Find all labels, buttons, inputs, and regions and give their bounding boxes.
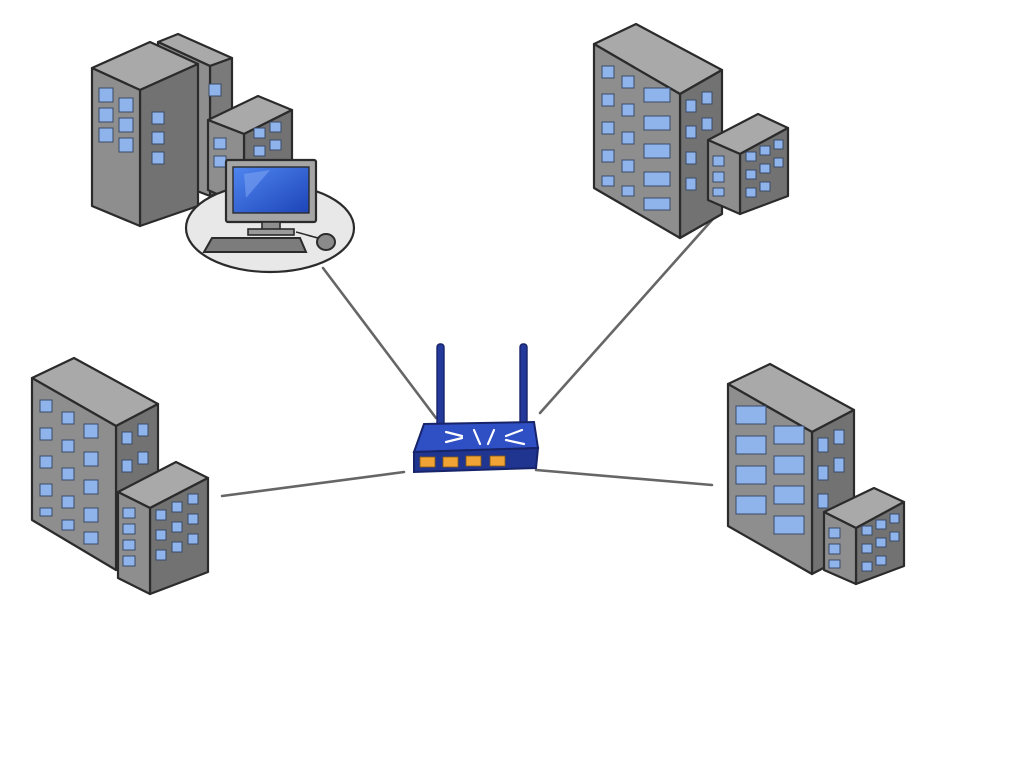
link-right xyxy=(534,468,714,487)
link-left xyxy=(220,470,406,498)
router-icon[interactable] xyxy=(412,343,540,474)
antenna-right xyxy=(519,343,528,425)
links xyxy=(220,218,714,498)
monitor-icon xyxy=(224,158,318,236)
office-building-icon xyxy=(726,362,856,576)
site-right[interactable] xyxy=(726,362,906,586)
workstation-icon xyxy=(184,158,356,274)
link-top-right xyxy=(538,218,714,415)
office-annex xyxy=(822,486,906,586)
mouse-icon xyxy=(295,231,336,251)
site-left[interactable] xyxy=(30,356,210,596)
keyboard-icon xyxy=(202,237,308,253)
link-top-left xyxy=(321,266,438,420)
router-lights xyxy=(444,428,526,446)
site-top-left[interactable] xyxy=(90,32,356,274)
office-building-icon xyxy=(592,22,724,240)
antenna-left xyxy=(436,343,445,427)
office-annex xyxy=(706,112,790,216)
office-windows xyxy=(601,65,713,211)
router-ports xyxy=(419,455,506,468)
office-annex xyxy=(116,460,210,596)
office-building-icon xyxy=(30,356,160,572)
site-top-right[interactable] xyxy=(592,22,790,240)
server-tower-icon xyxy=(90,40,200,228)
